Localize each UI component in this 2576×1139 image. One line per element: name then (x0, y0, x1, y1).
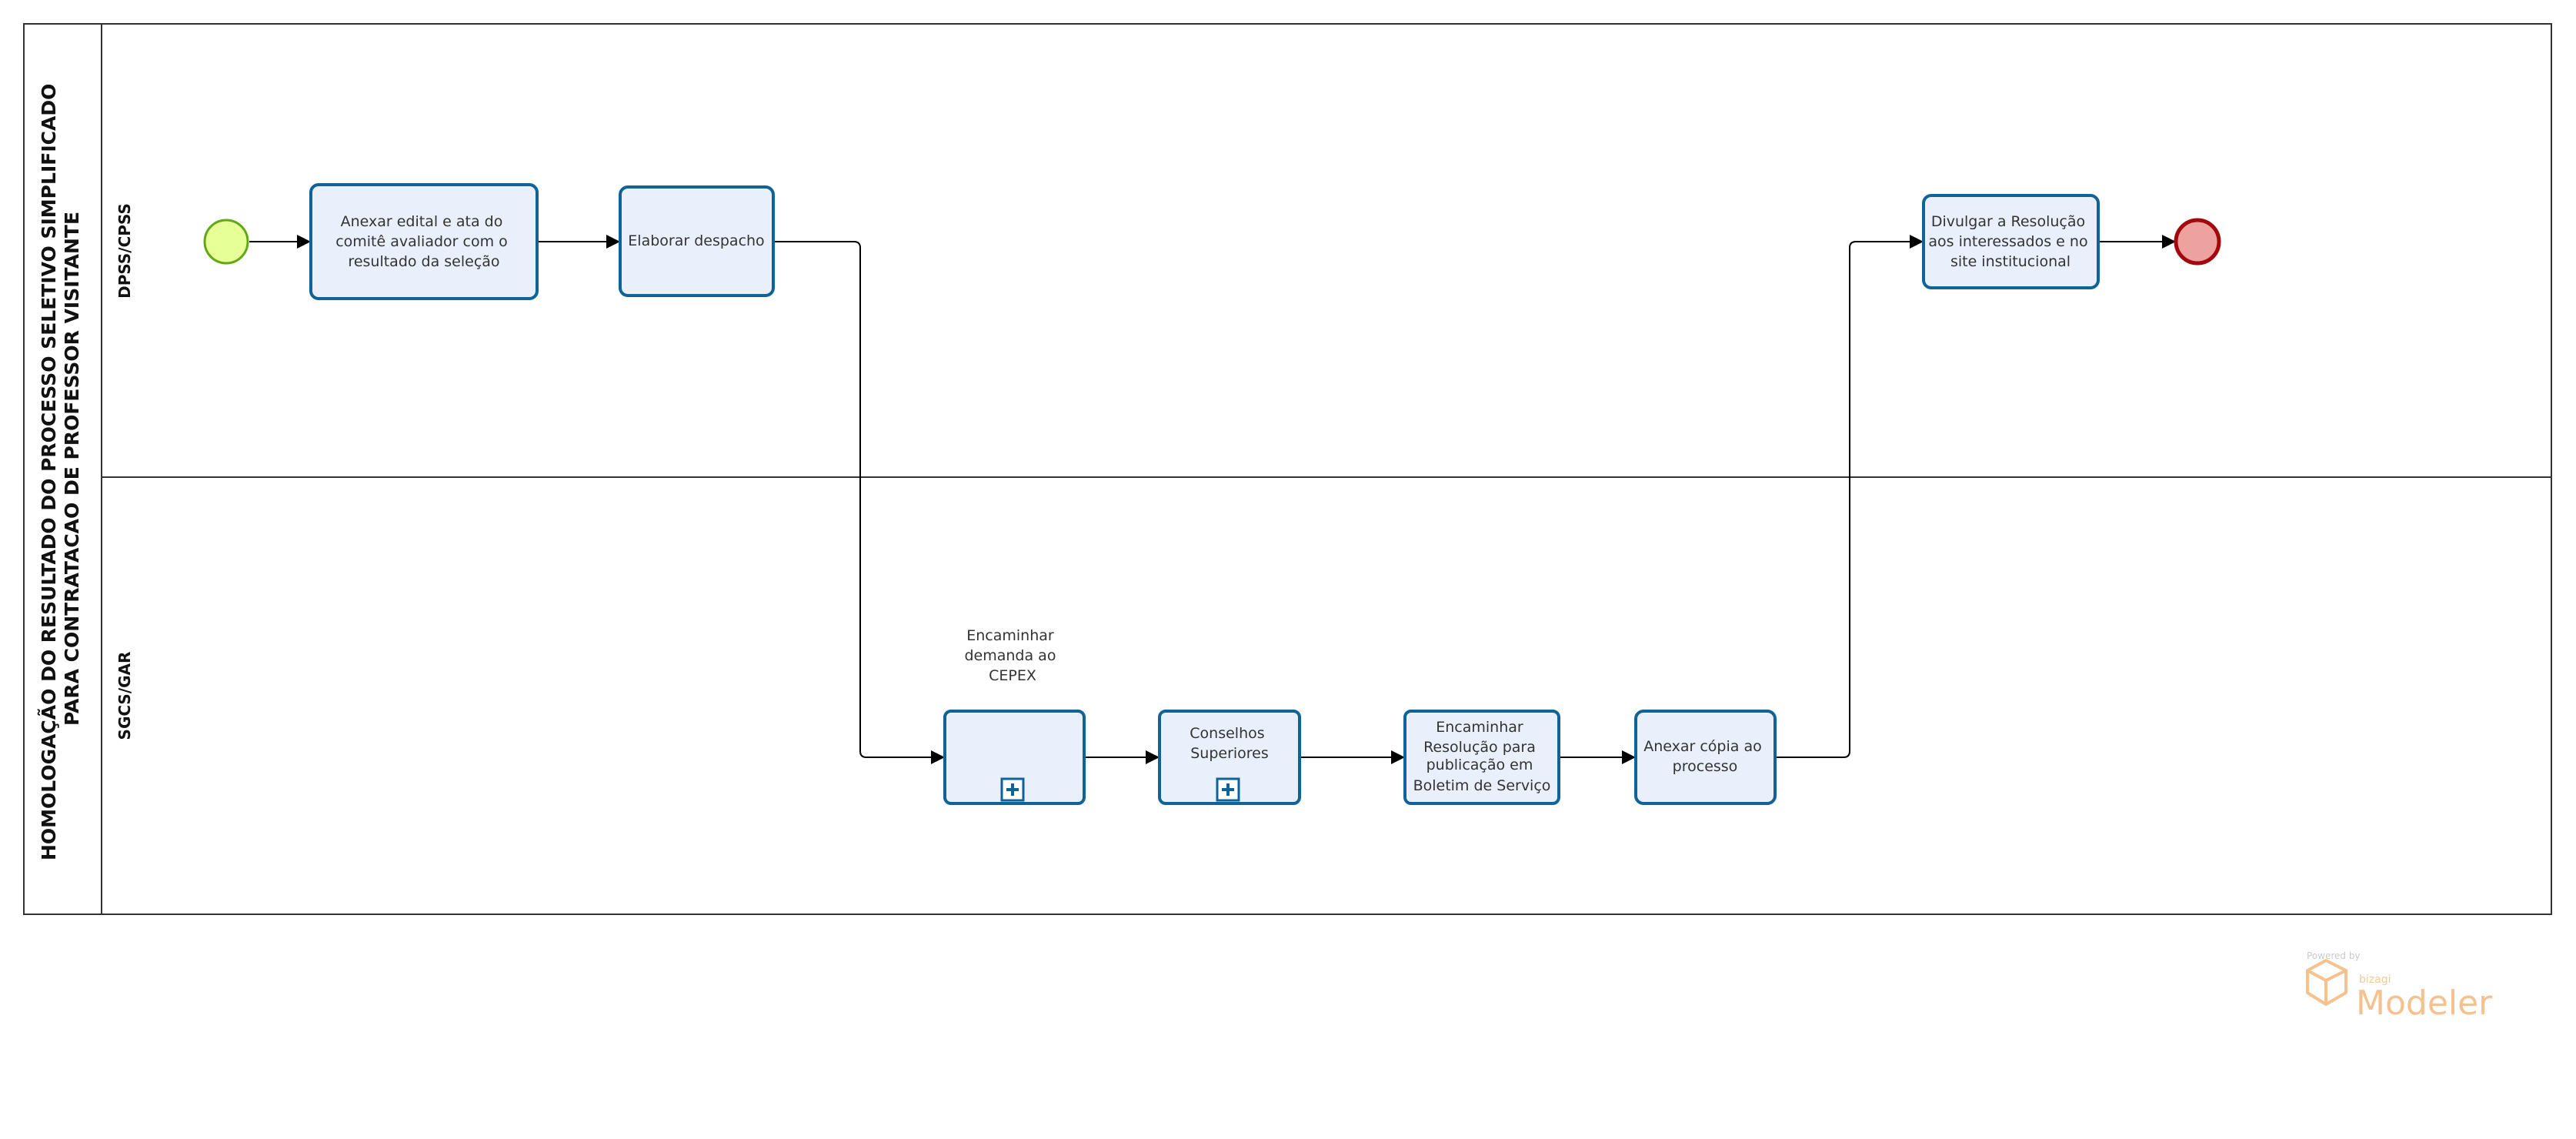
svg-text:Conselhos Superiores: Conselhos Superiores (1190, 725, 1269, 762)
subprocess-expand-icon[interactable] (1216, 777, 1240, 802)
task-elaborar-despacho-line-1: Elaborar despacho (628, 232, 764, 249)
lane-label-dpss-cpss: DPSS/CPSS (115, 203, 134, 299)
end-event[interactable] (2174, 218, 2221, 266)
svg-text:Anexar cópia ao processo: Anexar cópia ao processo (1643, 738, 1767, 775)
flow-elaborar-to-cepex[interactable] (773, 241, 945, 764)
task-anexar-edital[interactable]: Anexar edital e ata do comitê avaliador … (309, 183, 539, 300)
task-anexar-edital-line-3: resultado da seleção (348, 253, 499, 270)
task-encaminhar-cepex-label-line-1: Encaminhar (966, 627, 1054, 644)
task-encaminhar-resolucao-line-2: Resolução para (1423, 739, 1536, 756)
task-encaminhar-cepex[interactable]: Encaminhar demanda ao CEPEX (943, 627, 1086, 805)
task-encaminhar-resolucao-line-1: Encaminhar (1436, 719, 1523, 736)
task-anexar-copia[interactable]: Anexar cópia ao processo (1634, 710, 1777, 805)
task-encaminhar-cepex-label-line-3: CEPEX (989, 667, 1036, 684)
task-encaminhar-cepex-label-line-2: demanda ao (964, 647, 1056, 664)
task-conselhos-line-2: Superiores (1190, 745, 1269, 762)
svg-text:Encaminhar demanda ao: Encaminhar demanda ao CEPEX (964, 627, 1060, 684)
watermark-brand: bizagi (2359, 974, 2391, 986)
subprocess-expand-icon[interactable] (1000, 777, 1025, 802)
task-anexar-edital-line-2: comitê avaliador com o (335, 233, 508, 250)
flow-anexar-copia-to-divulgar[interactable] (1775, 235, 1924, 758)
task-encaminhar-resolucao-line-3: publicação em (1426, 757, 1533, 773)
start-event[interactable] (203, 219, 249, 265)
pool-title-line-2: PARA CONTRATACAO DE PROFESSOR VISITANTE (61, 212, 83, 726)
task-encaminhar-resolucao-line-4: Boletim de Serviço (1413, 777, 1551, 794)
task-divulgar-resolucao[interactable]: Divulgar a Resolução aos interessados e … (1922, 194, 2100, 289)
task-encaminhar-resolucao[interactable]: Encaminhar Resolução para publicação em … (1403, 710, 1560, 805)
watermark-product: Modeler (2356, 984, 2493, 1023)
task-anexar-edital-line-1: Anexar edital e ata do (341, 213, 503, 230)
bizagi-watermark: Powered by bizagi Modeler (2306, 950, 2493, 1023)
pool-title-line-1: HOMOLOGAÇÃO DO RESULTADO DO PROCESSO SEL… (38, 84, 60, 860)
svg-text:Anexar edital e ata do c: Anexar edital e ata do comitê avaliador … (335, 213, 512, 270)
bizagi-logo-icon (2306, 959, 2347, 1006)
task-elaborar-despacho[interactable]: Elaborar despacho (619, 185, 775, 297)
lane-label-sgcs-gar: SGCS/GAR (115, 652, 134, 740)
task-divulgar-line-1: Divulgar a Resolução (1931, 213, 2085, 230)
task-divulgar-line-3: site institucional (1950, 253, 2070, 270)
svg-text:Divulgar a Resolução aos: Divulgar a Resolução aos interessados e … (1928, 213, 2092, 270)
watermark-powered-by: Powered by (2307, 950, 2361, 961)
sequence-flows (249, 235, 2176, 764)
task-anexar-copia-line-2: processo (1673, 758, 1738, 775)
svg-text:Encaminhar Resolução par: Encaminhar Resolução para publicação em … (1413, 719, 1551, 794)
task-conselhos-superiores[interactable]: Conselhos Superiores (1158, 710, 1301, 805)
pool-title: HOMOLOGAÇÃO DO RESULTADO DO PROCESSO SEL… (38, 77, 83, 860)
task-conselhos-line-1: Conselhos (1190, 725, 1264, 742)
svg-text:Elaborar despacho: Elaborar despacho (628, 232, 764, 249)
task-anexar-copia-line-1: Anexar cópia ao (1643, 738, 1762, 755)
task-divulgar-line-2: aos interessados e no (1928, 233, 2087, 250)
